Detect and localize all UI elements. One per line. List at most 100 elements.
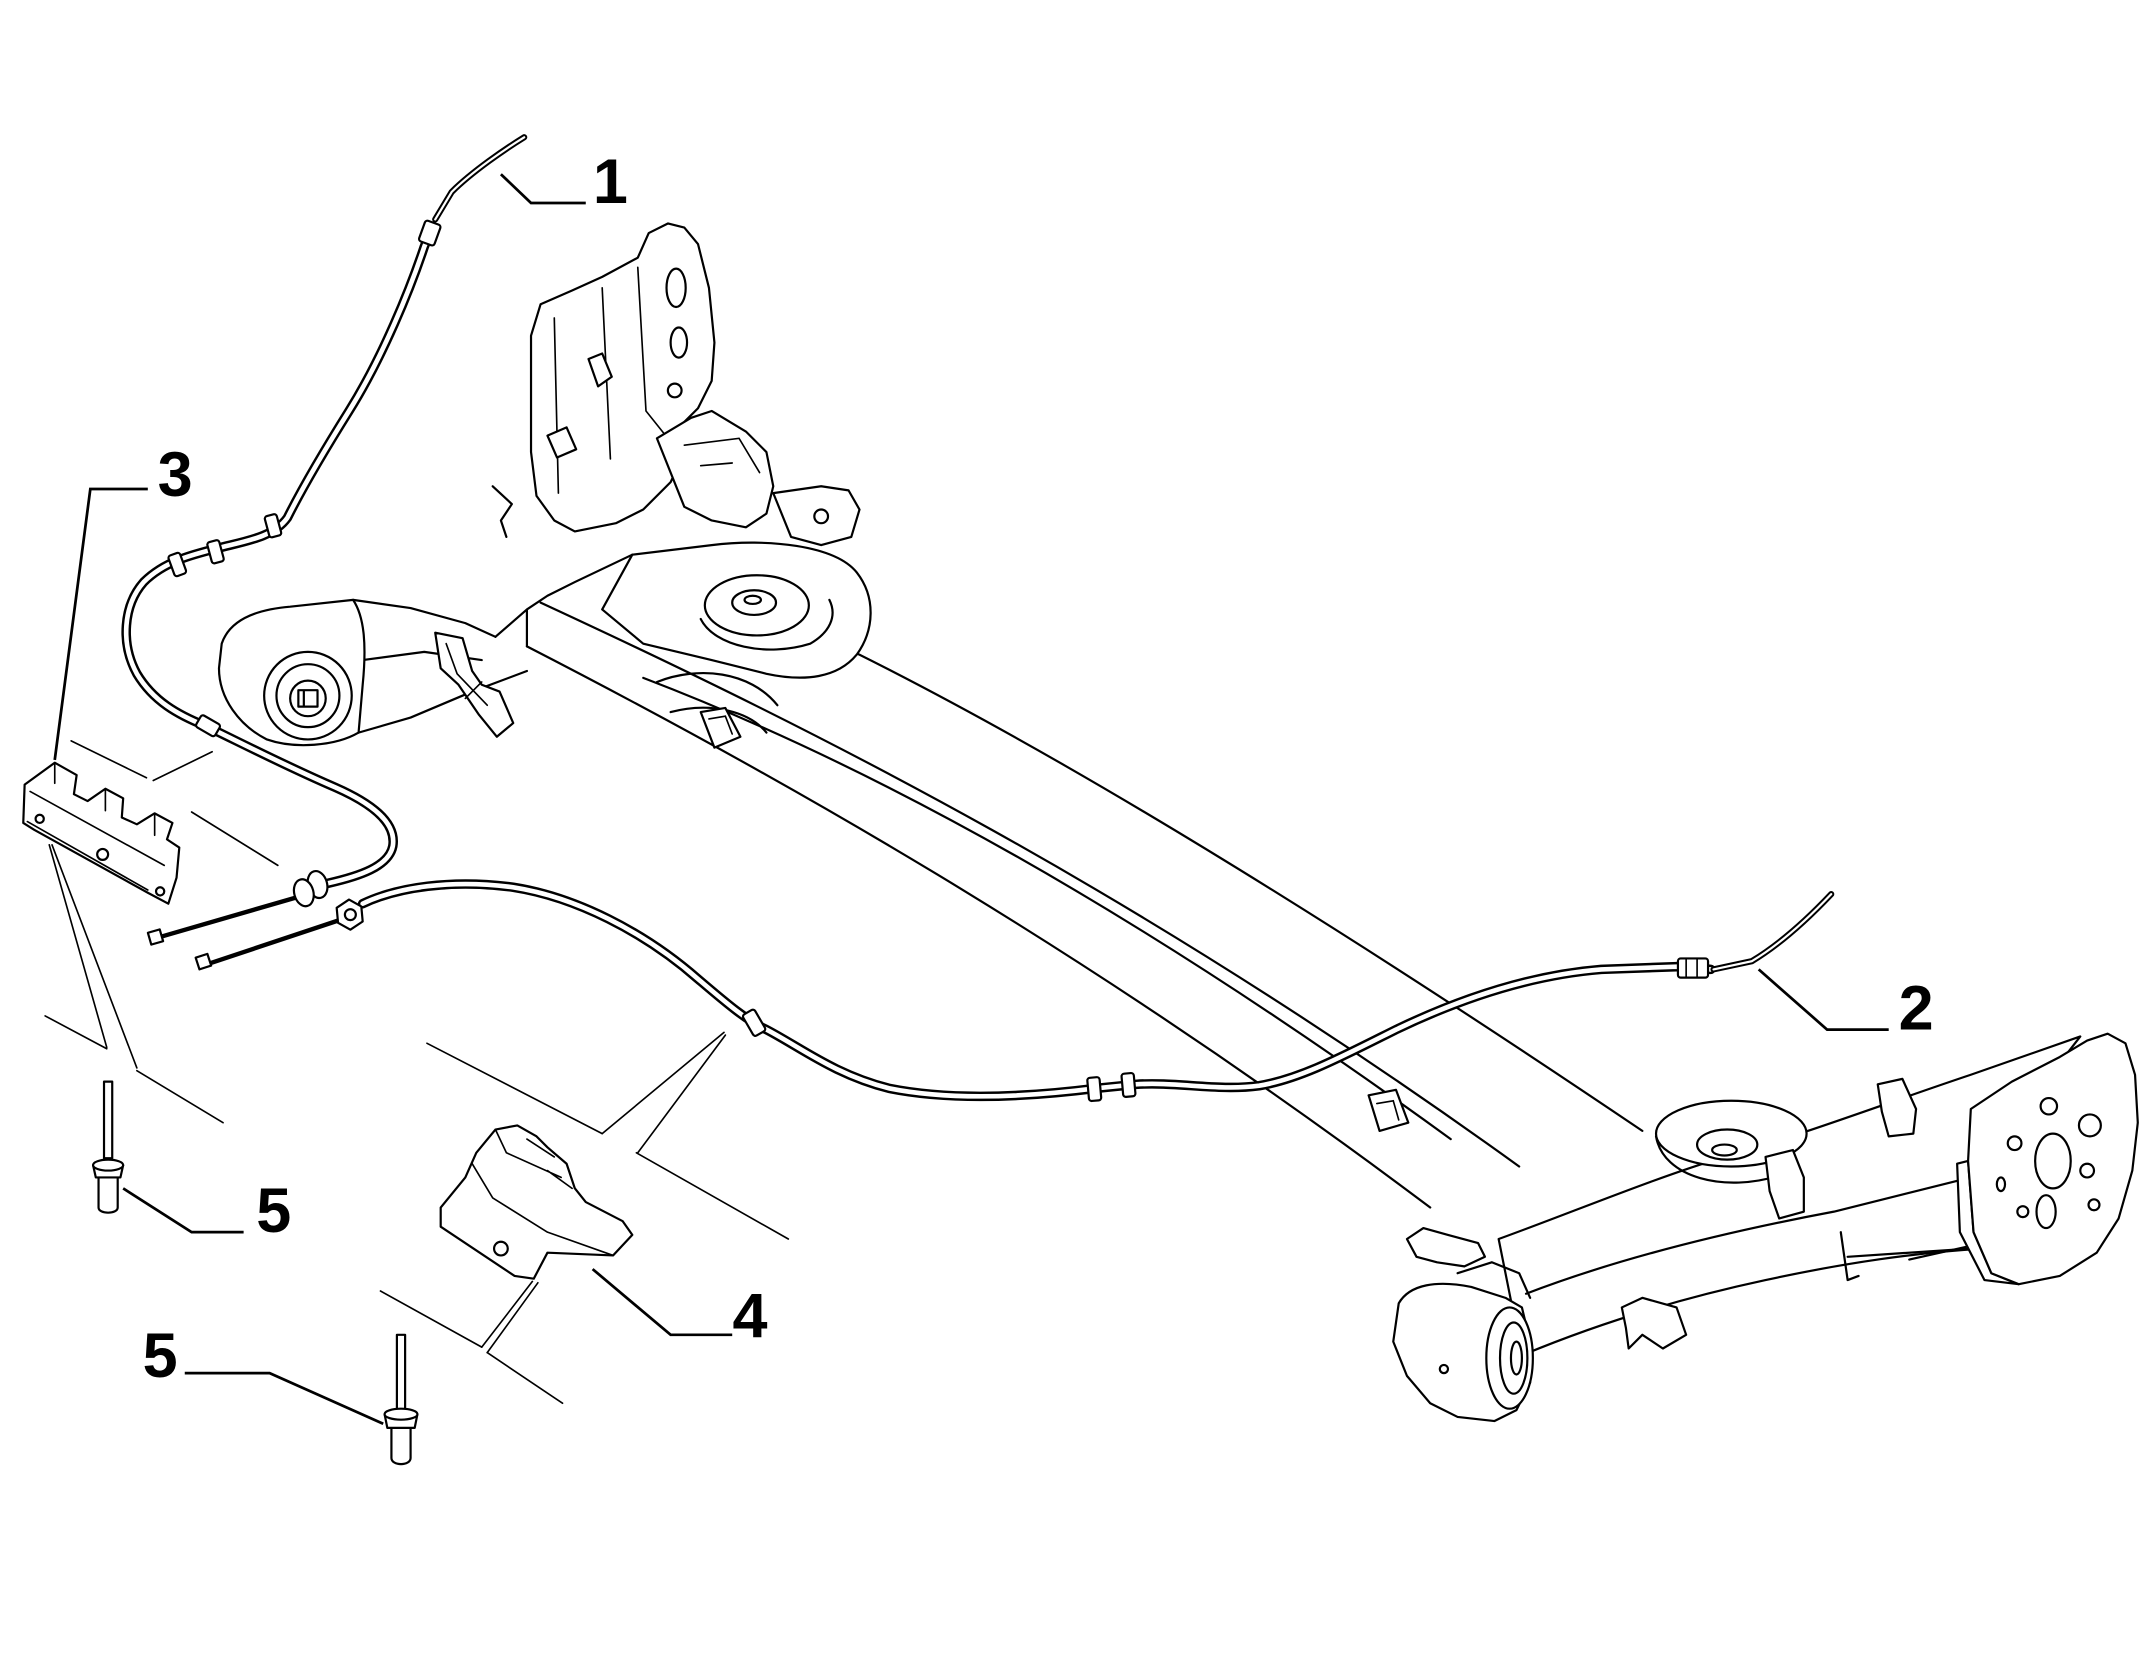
left-spring-seat-center [743,594,763,606]
explode-line-rivet-upper-c [44,1015,108,1050]
right-hub-hole-2 [2039,1096,2059,1116]
right-hub-center-hole [2034,1132,2072,1190]
explode-line-bracket4-a [426,1042,604,1135]
left-bushing [217,598,366,747]
callout-leader-3 [53,487,148,761]
cable-right-ferrule-end [1676,957,1710,979]
beam-left-end [494,553,634,648]
axle-beam [494,553,1644,1209]
bracket-right-bend-lines [471,1128,614,1257]
left-hub-clip-lower [546,426,578,459]
callout-leader-2 [1757,968,1889,1031]
beam-bracket-right [1367,1088,1410,1132]
handbrake-cable-right [194,879,1835,1103]
bracket-left-hole-2 [96,847,110,861]
explode-line-rivet-upper-b [51,844,138,1069]
explode-line-bracket4-c [601,1031,725,1135]
left-hub-lower-web [655,409,775,529]
beam-bracket-left-detail [708,715,734,735]
right-hub-hole-1 [2077,1113,2102,1138]
callout-label-5-upper: 5 [256,1176,291,1246]
rivet-upper-pin [102,1080,114,1160]
explode-line-rivet-lower-c [480,1280,534,1348]
cable-left-sleeve-1 [263,513,283,539]
rivet-upper-body [97,1173,119,1214]
beam-bracket-right-detail [1376,1099,1400,1121]
left-bushing-core [297,689,319,708]
right-hub-hole-7 [2087,1198,2101,1212]
explode-line-bracket4-b [635,1151,790,1240]
right-hub-hole-4 [2035,1194,2057,1230]
bracket-left-hole-1 [34,813,45,825]
rear-axle-assembly [217,222,2139,1423]
cable-right-ferrule-rings [1685,957,1698,979]
cable-left-end-clip [146,928,165,946]
right-bushing-core [1509,1340,1524,1376]
left-bushing-sleeve [289,679,327,718]
left-arm-cable-hook [491,485,513,538]
callout-leader-5-lower [184,1371,384,1426]
handbrake-cable-left [121,134,528,946]
cable-right-sleeve-1 [741,1008,767,1037]
explode-line-rivet-lower-d [486,1281,539,1354]
beam-crease-lower [642,676,1452,1141]
callout-label-2: 2 [1899,974,1934,1044]
rivet-upper-flange-top [91,1158,125,1172]
cable-left-sleeve-3 [167,551,188,578]
cable-left-end-nut [292,878,315,908]
cable-bracket-left [22,761,181,905]
left-hub-hole-upper [665,267,687,309]
right-arm-inner-edge [1524,1176,1972,1295]
right-hub-hole-3 [2006,1135,2023,1152]
right-bushing-pin-hole [1438,1363,1450,1375]
cable-right-tip-inner [1712,893,1833,971]
cable-left-sleeve-4 [195,714,222,738]
rivet-lower-body [390,1425,412,1466]
cable-right-tip-outer [1710,891,1835,973]
explode-line-bracket3-c [190,811,279,867]
cable-right-sleeve-3 [1120,1071,1137,1098]
right-hub-hole-6 [2016,1205,2030,1219]
cable-left-tip-inner [434,136,526,221]
left-arm-top-edge [352,598,497,638]
cable-left-sheath-inner [123,223,435,886]
left-hub-hole-lower [666,382,683,399]
right-bushing-mount-web [1456,1261,1532,1299]
explode-line-rivet-upper-a [48,844,108,1049]
right-bushing-mount [1405,1226,1487,1268]
bracket-left-bend-lines [26,761,166,891]
right-arm-bracket [1764,1148,1805,1220]
callout-label-1: 1 [593,147,628,217]
rivet-lower-pin [395,1333,407,1414]
callout-leader-5-upper [122,1187,244,1234]
callout-labels: 1 2 3 4 5 5 [143,147,1934,1391]
right-hub-plate [1956,1032,2139,1286]
rivet-lower [383,1333,419,1466]
left-arm-cable-tab [434,631,515,738]
callout-label-4: 4 [732,1282,767,1352]
cable-right-sleeve-2 [1086,1076,1103,1103]
callout-leader-4 [591,1268,733,1337]
cable-left-tip-outer [432,134,528,223]
left-spring-cup [699,598,834,651]
explode-line-rivet-upper-d [136,1069,224,1124]
left-hub-clip-upper [587,352,613,388]
cable-left-sleeve-2 [206,539,225,565]
right-arm-cable-clip [1876,1077,1918,1138]
cable-right-end-clip [194,952,213,971]
rivet-lower-flange-top [383,1407,419,1421]
explode-lines [44,740,790,1405]
left-arm-cable-tab-detail [445,642,489,707]
cable-left-ferrule-top [417,219,442,247]
cable-right-sheath-inner [360,881,1714,1099]
cable-right-inner-wire [205,917,342,967]
right-spring-seat-center [1711,1143,1738,1157]
explode-line-rivet-lower-a [379,1290,483,1348]
left-spring-seat [601,541,872,679]
left-hub-hole-middle [669,326,689,359]
explode-line-rivet-lower-b [486,1351,564,1405]
left-arm-bottom-edge [357,669,529,734]
callout-leaders [53,173,1889,1426]
cable-right-sheath-outer [357,879,1716,1102]
